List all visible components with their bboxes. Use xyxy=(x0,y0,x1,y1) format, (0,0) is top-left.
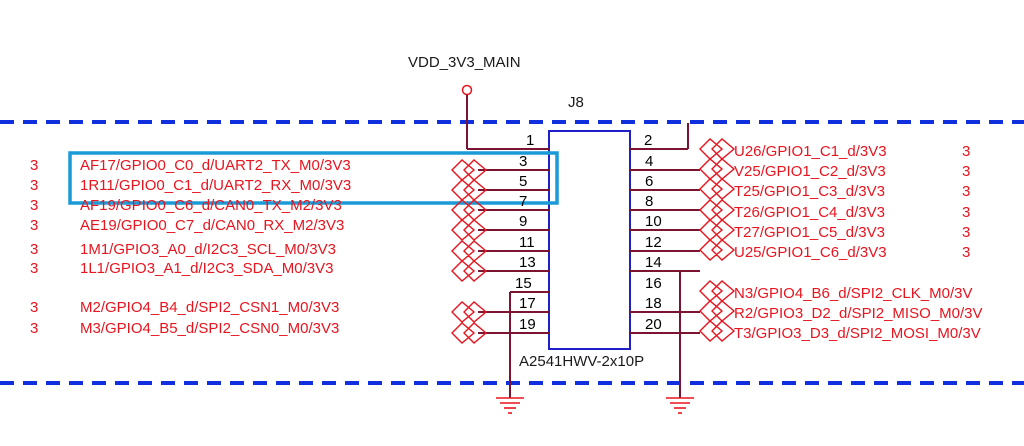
pin-number-1: 1 xyxy=(526,132,534,149)
pin-number-18: 18 xyxy=(645,295,662,312)
offpage-connector-icon xyxy=(699,219,736,241)
left-net-label: M3/GPIO4_B5_d/SPI2_CSN0_M0/3V3 xyxy=(80,320,339,337)
power-port-icon xyxy=(461,84,473,96)
pin-number-3: 3 xyxy=(519,153,527,170)
pin-number-8: 8 xyxy=(645,193,653,210)
offpage-connector-icon xyxy=(699,178,736,200)
left-net-label: M2/GPIO4_B4_d/SPI2_CSN1_M0/3V3 xyxy=(80,299,339,316)
pin-number-7: 7 xyxy=(519,193,527,210)
highlight-selection-box xyxy=(68,151,559,205)
right-sheet-ref: 3 xyxy=(962,224,970,241)
connector-ref: J8 xyxy=(568,94,584,111)
pin-number-13: 13 xyxy=(519,254,536,271)
pin-number-11: 11 xyxy=(519,234,535,251)
right-sheet-ref: 3 xyxy=(962,244,970,261)
pin-number-12: 12 xyxy=(645,234,662,251)
offpage-connector-icon xyxy=(451,199,488,221)
offpage-connector-icon xyxy=(451,179,488,201)
right-net-label: T25/GPIO1_C3_d/3V3 xyxy=(734,183,885,200)
left-sheet-ref: 3 xyxy=(30,217,38,234)
labels-layer: 13AF17/GPIO0_C0_d/UART2_TX_M0/3V3351R11/… xyxy=(30,132,982,344)
pin-number-2: 2 xyxy=(644,132,652,149)
left-sheet-ref: 3 xyxy=(30,157,38,174)
left-sheet-ref: 3 xyxy=(30,320,38,337)
pin-number-14: 14 xyxy=(645,254,662,271)
left-sheet-ref: 3 xyxy=(30,197,38,214)
pin-number-10: 10 xyxy=(645,213,662,230)
right-net-label: R2/GPIO3_D2_d/SPI2_MISO_M0/3V xyxy=(734,305,982,322)
right-sheet-ref: 3 xyxy=(962,163,970,180)
right-sheet-ref: 3 xyxy=(962,204,970,221)
left-net-label: AE19/GPIO0_C7_d/CAN0_RX_M2/3V3 xyxy=(80,217,344,234)
pin-number-4: 4 xyxy=(645,153,653,170)
left-sheet-ref: 3 xyxy=(30,260,38,277)
ground-icon xyxy=(496,397,524,414)
right-net-label: U26/GPIO1_C1_d/3V3 xyxy=(734,143,887,160)
right-net-label: T26/GPIO1_C4_d/3V3 xyxy=(734,204,885,221)
offpage-connector-icon xyxy=(451,240,488,262)
offpage-connector-icon xyxy=(699,320,736,342)
left-net-label: 1R11/GPIO0_C1_d/UART2_RX_M0/3V3 xyxy=(80,177,351,194)
pin-number-20: 20 xyxy=(645,316,662,333)
right-sheet-ref: 3 xyxy=(962,183,970,200)
left-sheet-ref: 3 xyxy=(30,299,38,316)
offpage-connector-icon xyxy=(699,280,736,302)
offpage-connector-icon xyxy=(699,158,736,180)
power-label: VDD_3V3_MAIN xyxy=(408,54,521,71)
connector-part-number: A2541HWV-2x10P xyxy=(519,353,644,370)
pin-number-9: 9 xyxy=(519,213,527,230)
offpage-connector-icon xyxy=(451,260,488,282)
left-net-label: 1M1/GPIO3_A0_d/I2C3_SCL_M0/3V3 xyxy=(80,241,336,258)
offpage-connector-icon xyxy=(451,301,488,323)
left-net-label: AF19/GPIO0_C6_d/CAN0_TX_M2/3V3 xyxy=(80,197,342,214)
offpage-connector-icon xyxy=(451,219,488,241)
pin-number-5: 5 xyxy=(519,173,527,190)
ground-icon xyxy=(666,397,694,414)
left-net-label: AF17/GPIO0_C0_d/UART2_TX_M0/3V3 xyxy=(80,157,351,174)
right-net-label: N3/GPIO4_B6_d/SPI2_CLK_M0/3V xyxy=(734,285,972,302)
pin-number-16: 16 xyxy=(645,275,662,292)
offpage-connector-icon xyxy=(451,322,488,344)
right-net-label: T3/GPIO3_D3_d/SPI2_MOSI_M0/3V xyxy=(734,325,981,342)
offpage-connector-icon xyxy=(699,199,736,221)
pin-number-15: 15 xyxy=(515,275,532,292)
offpage-connector-icon xyxy=(451,159,488,181)
left-net-label: 1L1/GPIO3_A1_d/I2C3_SDA_M0/3V3 xyxy=(80,260,334,277)
wires-layer xyxy=(466,95,700,414)
offpage-connector-icon xyxy=(699,239,736,261)
connector-body[interactable] xyxy=(548,130,631,350)
right-net-label: U25/GPIO1_C6_d/3V3 xyxy=(734,244,887,261)
left-sheet-ref: 3 xyxy=(30,241,38,258)
right-net-label: T27/GPIO1_C5_d/3V3 xyxy=(734,224,885,241)
right-sheet-ref: 3 xyxy=(962,143,970,160)
offpage-connector-icon xyxy=(699,138,736,160)
pin-number-19: 19 xyxy=(519,316,536,333)
offpage-connector-icon xyxy=(699,300,736,322)
pin-number-17: 17 xyxy=(519,295,536,312)
left-sheet-ref: 3 xyxy=(30,177,38,194)
right-net-label: V25/GPIO1_C2_d/3V3 xyxy=(734,163,886,180)
pin-number-6: 6 xyxy=(645,173,653,190)
